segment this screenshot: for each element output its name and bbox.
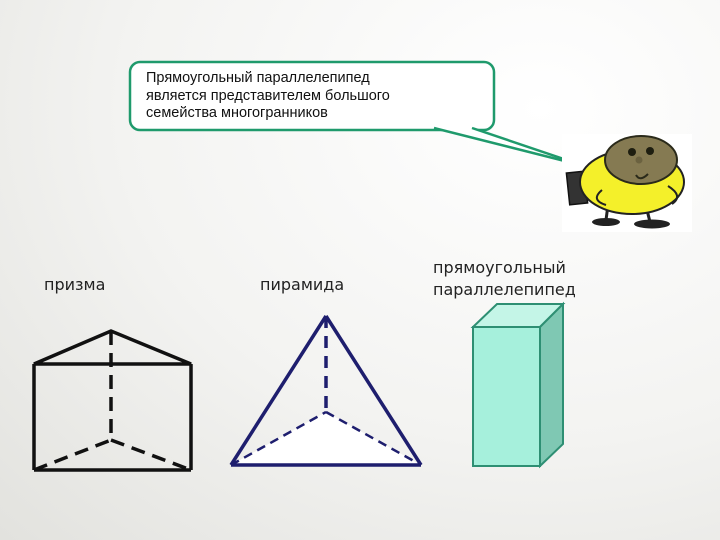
box-label: прямоугольный параллелепипед — [433, 257, 576, 301]
callout-line-1: Прямоугольный параллелепипед — [146, 70, 370, 86]
character-eye-left — [628, 148, 636, 156]
pyramid-figure — [229, 315, 423, 467]
pyramid-hidden-edge-left — [230, 410, 327, 467]
prism-label: призма — [44, 275, 106, 294]
pyramid-base-fill — [231, 412, 421, 465]
callout-text: Прямоугольный параллелепипед является пр… — [146, 70, 476, 123]
character-eye-right — [646, 147, 654, 155]
pyramid-label: пирамида — [260, 275, 345, 294]
box-label-line-2: параллелепипед — [433, 280, 576, 299]
prism-figure — [32, 329, 193, 472]
callout-box — [128, 60, 496, 132]
prism-hidden-edge-bottom-left — [33, 438, 112, 472]
box-side-face — [539, 301, 564, 469]
pyramid-edge-left — [229, 315, 328, 466]
callout-line-2: является представителем большого — [146, 87, 390, 104]
box-label-line-1: прямоугольный — [433, 258, 566, 277]
box-front-face — [472, 326, 541, 467]
callout-line-3: семейства многогранников — [146, 105, 328, 121]
character-illustration — [562, 134, 692, 232]
character-left-shoe — [592, 218, 620, 226]
character-right-shoe — [634, 219, 670, 229]
pyramid-hidden-edge-right — [325, 410, 422, 467]
box-figure — [470, 301, 566, 469]
prism-hidden-edge-bottom-right — [110, 438, 192, 472]
character-nose — [635, 156, 643, 164]
pyramid-edge-right — [324, 315, 423, 466]
